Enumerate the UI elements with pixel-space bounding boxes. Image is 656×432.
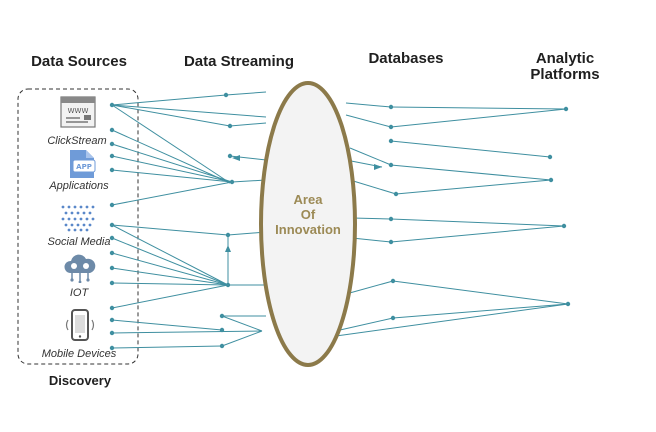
discovery-label: Discovery — [48, 373, 112, 388]
source-label-clickstream: ClickStream — [47, 135, 107, 147]
center-label-line3: Innovation — [275, 222, 341, 237]
header-databases: Databases — [368, 50, 444, 67]
svg-text:APP: APP — [76, 163, 92, 171]
cloud-network-icon — [64, 254, 96, 283]
arrow-left-icon — [232, 155, 240, 161]
arrow-right-icon — [374, 164, 382, 170]
header-analytic-line2: Platforms — [530, 66, 600, 83]
header-analytic-line1: Analytic — [535, 50, 595, 67]
center-label: Area Of Innovation — [248, 192, 368, 237]
smartphone-icon — [65, 309, 95, 341]
source-label-social-media: Social Media — [47, 236, 111, 248]
source-label-iot: IOT — [69, 287, 89, 299]
web-page-icon: WWW — [60, 96, 96, 128]
connection-lines — [111, 91, 569, 349]
svg-text:WWW: WWW — [68, 107, 89, 115]
connection-dots — [109, 92, 571, 351]
dot-grid-icon — [61, 205, 95, 232]
header-analytic-platforms: Analytic Platforms — [510, 51, 620, 83]
source-label-mobile-devices: Mobile Devices — [41, 348, 117, 360]
header-data-streaming: Data Streaming — [183, 53, 295, 70]
arrow-up-icon — [225, 245, 231, 252]
discovery-box — [17, 88, 139, 365]
center-label-line2: Of — [300, 207, 316, 222]
center-label-line1: Area — [293, 192, 323, 207]
header-data-sources: Data Sources — [31, 53, 127, 70]
app-icon: APP — [70, 150, 96, 178]
innovation-ellipse — [259, 81, 357, 367]
source-label-applications: Applications — [49, 180, 109, 192]
